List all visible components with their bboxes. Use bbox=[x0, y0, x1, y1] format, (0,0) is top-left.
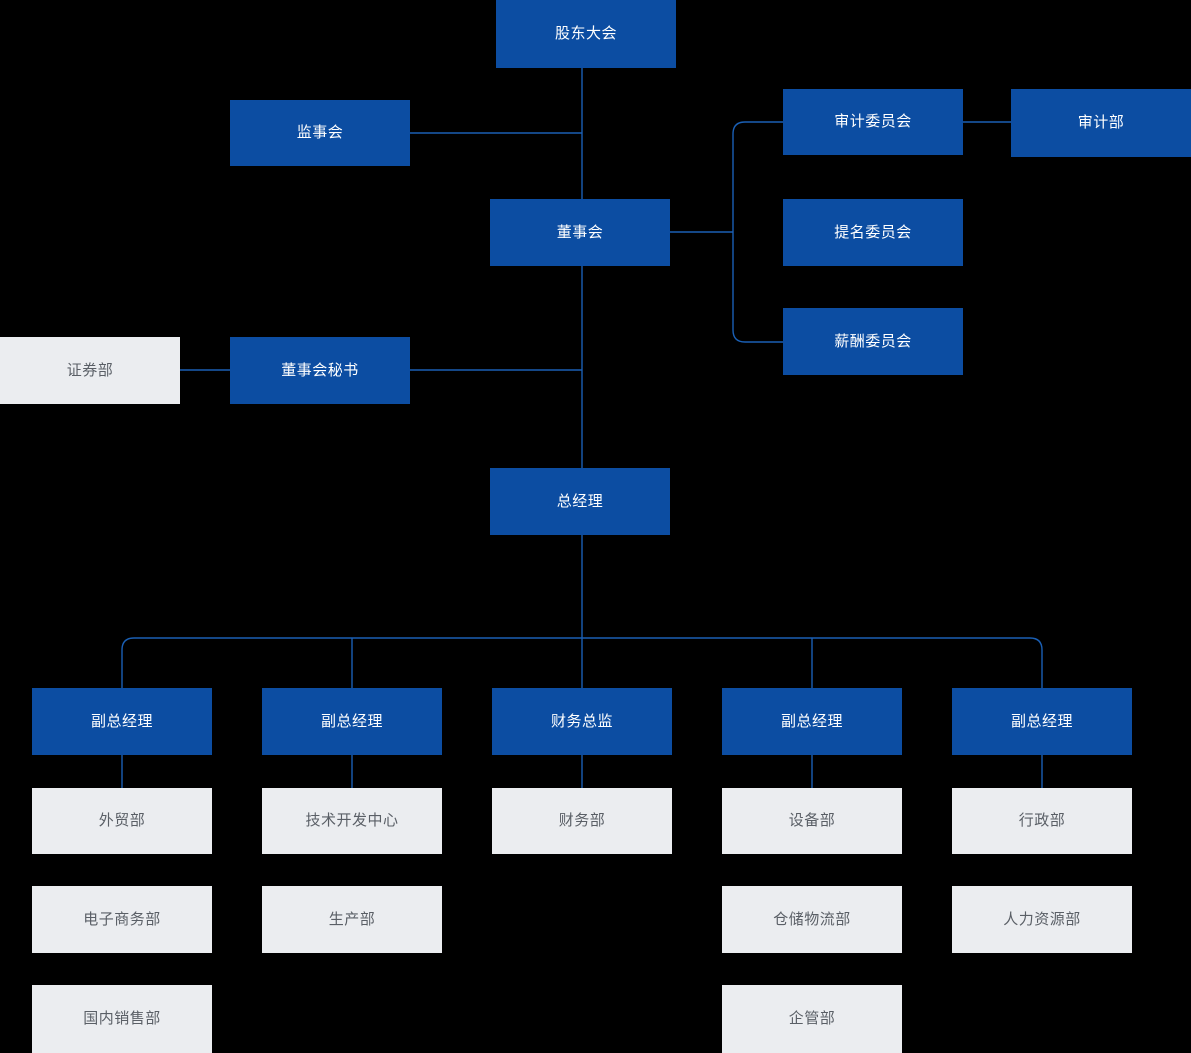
node-label-hr-dept: 人力资源部 bbox=[1003, 910, 1081, 928]
node-label-shareholders: 股东大会 bbox=[554, 25, 617, 43]
node-ecommerce-dept[interactable]: 电子商务部 bbox=[32, 886, 212, 953]
connector-bus-horizontal bbox=[121, 637, 1043, 688]
node-label-production-dept: 生产部 bbox=[328, 910, 376, 928]
node-label-compensation-committee: 薪酬委员会 bbox=[834, 332, 912, 350]
node-label-tech-dev-center: 技术开发中心 bbox=[305, 812, 399, 830]
connector-committee-bracket bbox=[732, 121, 783, 343]
node-securities-department[interactable]: 证券部 bbox=[0, 337, 180, 404]
node-label-enterprise-mgmt-dept: 企管部 bbox=[788, 1010, 836, 1028]
node-cfo[interactable]: 财务总监 bbox=[492, 688, 672, 755]
node-foreign-trade-dept[interactable]: 外贸部 bbox=[32, 788, 212, 854]
node-label-general-manager: 总经理 bbox=[556, 492, 604, 510]
node-label-deputy-gm-2: 副总经理 bbox=[320, 712, 383, 730]
node-board-of-directors[interactable]: 董事会 bbox=[490, 199, 670, 266]
node-board-secretary[interactable]: 董事会秘书 bbox=[230, 337, 410, 404]
node-tech-dev-center[interactable]: 技术开发中心 bbox=[262, 788, 442, 854]
node-deputy-gm-3[interactable]: 副总经理 bbox=[722, 688, 902, 755]
node-label-deputy-gm-3: 副总经理 bbox=[780, 712, 843, 730]
node-label-deputy-gm-4: 副总经理 bbox=[1010, 712, 1073, 730]
node-deputy-gm-2[interactable]: 副总经理 bbox=[262, 688, 442, 755]
node-hr-dept[interactable]: 人力资源部 bbox=[952, 886, 1132, 953]
node-nomination-committee[interactable]: 提名委员会 bbox=[783, 199, 963, 266]
node-label-board-of-directors: 董事会 bbox=[556, 223, 604, 241]
node-label-finance-dept: 财务部 bbox=[558, 812, 606, 830]
node-audit-committee[interactable]: 审计委员会 bbox=[783, 89, 963, 155]
node-label-domestic-sales-dept: 国内销售部 bbox=[83, 1010, 161, 1028]
node-label-ecommerce-dept: 电子商务部 bbox=[83, 910, 161, 928]
node-administration-dept[interactable]: 行政部 bbox=[952, 788, 1132, 854]
node-label-deputy-gm-1: 副总经理 bbox=[90, 712, 153, 730]
node-equipment-dept[interactable]: 设备部 bbox=[722, 788, 902, 854]
node-label-securities-department: 证券部 bbox=[66, 361, 114, 379]
node-audit-department[interactable]: 审计部 bbox=[1011, 89, 1191, 157]
node-deputy-gm-4[interactable]: 副总经理 bbox=[952, 688, 1132, 755]
node-label-cfo: 财务总监 bbox=[550, 712, 613, 730]
node-label-warehouse-logistics-dept: 仓储物流部 bbox=[773, 910, 851, 928]
node-label-board-secretary: 董事会秘书 bbox=[281, 361, 359, 379]
node-general-manager[interactable]: 总经理 bbox=[490, 468, 670, 535]
node-label-administration-dept: 行政部 bbox=[1018, 812, 1066, 830]
node-label-supervisory-board: 监事会 bbox=[296, 124, 344, 142]
node-label-audit-committee: 审计委员会 bbox=[834, 113, 912, 131]
node-label-foreign-trade-dept: 外贸部 bbox=[98, 812, 146, 830]
node-warehouse-logistics-dept[interactable]: 仓储物流部 bbox=[722, 886, 902, 953]
node-deputy-gm-1[interactable]: 副总经理 bbox=[32, 688, 212, 755]
node-supervisory-board[interactable]: 监事会 bbox=[230, 100, 410, 166]
node-label-equipment-dept: 设备部 bbox=[788, 812, 836, 830]
node-enterprise-mgmt-dept[interactable]: 企管部 bbox=[722, 985, 902, 1053]
node-production-dept[interactable]: 生产部 bbox=[262, 886, 442, 953]
node-shareholders[interactable]: 股东大会 bbox=[496, 0, 676, 68]
node-finance-dept[interactable]: 财务部 bbox=[492, 788, 672, 854]
node-domestic-sales-dept[interactable]: 国内销售部 bbox=[32, 985, 212, 1053]
node-label-audit-department: 审计部 bbox=[1077, 114, 1125, 132]
node-label-nomination-committee: 提名委员会 bbox=[834, 223, 912, 241]
node-compensation-committee[interactable]: 薪酬委员会 bbox=[783, 308, 963, 375]
